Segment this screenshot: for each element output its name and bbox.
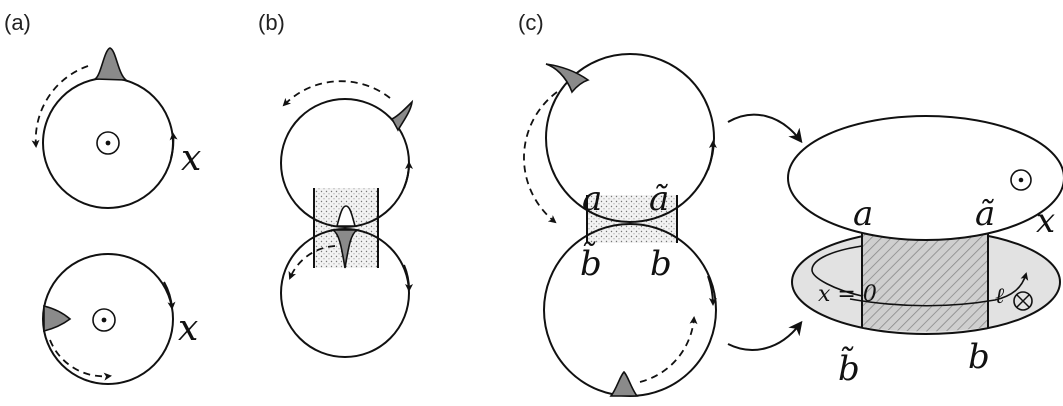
excitation-bump <box>43 304 72 333</box>
excitation-bump <box>94 47 129 81</box>
connecting-tube <box>587 195 677 243</box>
corner-label-b: b <box>650 244 672 284</box>
out-of-plane-dot-icon <box>105 140 111 146</box>
hatched-strip <box>862 234 988 332</box>
propagation-arrow-dashed <box>282 80 391 107</box>
out-of-plane-icon <box>92 308 116 332</box>
torus-label-b: b <box>968 337 990 377</box>
propagation-arrow-dashed <box>523 91 558 224</box>
panel-a-label: (a) <box>4 10 31 35</box>
excitation-bump <box>545 63 590 94</box>
propagation-arrow-dashed <box>49 339 112 381</box>
orientation-arrow <box>707 275 717 306</box>
orientation-arrow <box>163 281 176 310</box>
coordinate-arrow <box>849 272 1029 307</box>
panel-a-top-circle-group: x <box>31 47 201 209</box>
orientation-arrow <box>403 264 414 292</box>
panel-c-bottom-circle <box>543 223 717 397</box>
orientation-arrow <box>403 161 414 189</box>
orientation-arrow <box>707 140 717 171</box>
propagation-arrow-dashed <box>288 245 336 280</box>
propagation-arrow-dashed <box>639 316 698 383</box>
into-plane-cross-icon <box>1016 294 1030 308</box>
torus-length-label: ℓ <box>995 284 1005 309</box>
torus-label-a: a <box>853 194 873 234</box>
panel-a-bottom-circle <box>42 253 174 385</box>
excitation-bump <box>330 229 360 269</box>
out-of-plane-icon <box>96 131 120 155</box>
orientation-arrow <box>169 132 178 159</box>
corner-label-a-tilde: ã <box>649 179 669 219</box>
mapping-arrow-bottom <box>727 320 803 351</box>
excitation-bump <box>609 370 639 397</box>
torus-label-b-tilde: b̃ <box>838 346 860 389</box>
corner-label-a: a <box>582 179 602 219</box>
panel-c-label: (c) <box>518 10 544 35</box>
torus-start-label: x = 0 <box>818 282 877 307</box>
torus-diagram: a ã x x = 0 ℓ b̃ b <box>787 115 1063 389</box>
corner-label-b-tilde: b̃ <box>580 241 602 284</box>
panel-b-label: (b) <box>258 10 285 35</box>
into-plane-icon <box>1013 291 1033 311</box>
out-of-plane-dot-icon <box>101 317 107 323</box>
panel-c-top-circle <box>545 53 715 223</box>
out-of-plane-dot-icon <box>1018 177 1024 183</box>
panel-c: (c) a ã b̃ b <box>518 10 1063 397</box>
panel-a-bottom-circle-group: x <box>42 253 198 385</box>
mapping-arrow-top <box>727 113 803 144</box>
out-of-plane-icon <box>1010 169 1032 191</box>
excitation-bump <box>390 99 414 132</box>
torus-coord-x: x <box>1036 201 1055 241</box>
top-disk <box>787 115 1063 241</box>
coordinate-x-label: x <box>178 308 198 349</box>
transferred-bump-outline <box>335 205 357 227</box>
propagation-arrow-dashed <box>31 65 89 148</box>
torus-label-a-tilde: ã <box>975 194 995 234</box>
inner-ring-arc <box>811 245 863 297</box>
coordinate-x-label: x <box>181 138 201 179</box>
panel-b-bottom-circle <box>280 228 410 358</box>
panel-a: (a) x x <box>4 10 201 385</box>
panel-b: (b) <box>258 10 414 358</box>
